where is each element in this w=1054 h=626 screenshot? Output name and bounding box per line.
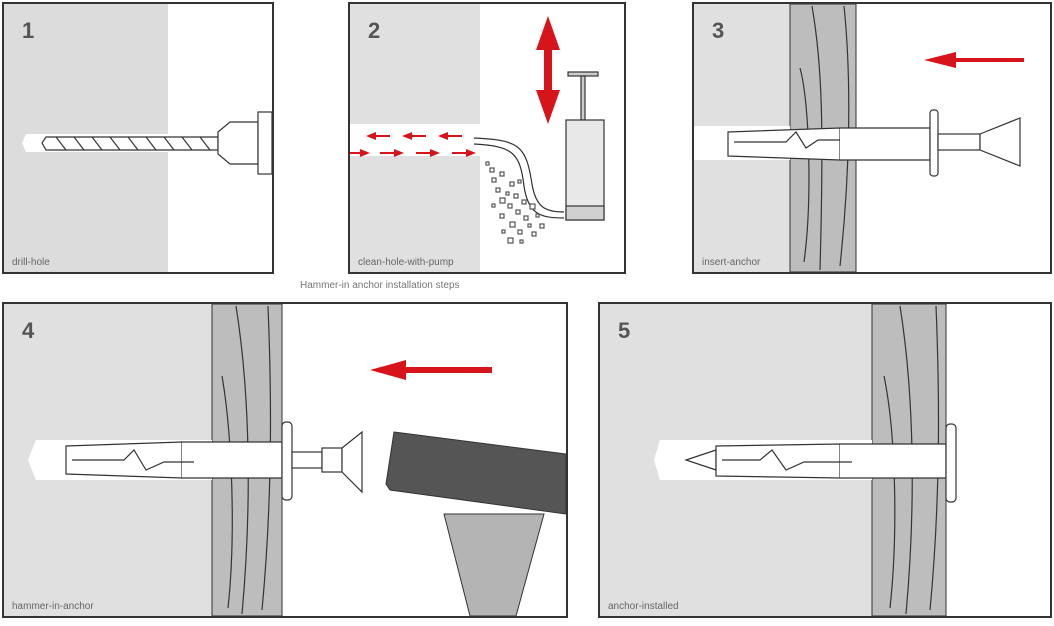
anchor-icon (727, 109, 1021, 177)
step-caption: clean-hole-with-pump (358, 257, 454, 268)
hammer-icon (385, 431, 566, 616)
step-caption: drill-hole (12, 257, 50, 268)
step-caption: insert-anchor (702, 257, 761, 268)
drill-bit-icon (41, 111, 272, 175)
step-number: 3 (712, 18, 725, 43)
up-down-arrow-icon (536, 16, 560, 124)
step-2-panel: 2 clean-hole-with-pump (348, 2, 626, 274)
anchor-icon (684, 423, 957, 503)
pump-illustration (350, 4, 605, 272)
step-4-panel: 4 hammer-in-anchor (2, 302, 568, 618)
page-title: Hammer-in anchor installation steps (300, 280, 460, 291)
wall-upper (350, 4, 480, 124)
step-5-panel: 5 anchor-installed (598, 302, 1052, 618)
step-3-panel: 3 insert-anchor (692, 2, 1052, 274)
drill-illustration (4, 4, 272, 272)
air-flow-arrows (350, 132, 476, 157)
anchor-icon (65, 421, 363, 501)
step-caption: anchor-installed (608, 601, 679, 612)
step-number: 1 (22, 18, 35, 43)
wall-lower (350, 156, 480, 272)
insert-anchor-illustration (694, 4, 1024, 272)
step-number: 4 (22, 318, 35, 343)
step-caption: hammer-in-anchor (12, 601, 94, 612)
step-number: 5 (618, 318, 631, 343)
hand-pump-icon (473, 71, 605, 221)
left-arrow-icon (924, 52, 1024, 68)
hammer-anchor-illustration (4, 304, 566, 616)
left-arrow-icon (370, 360, 492, 380)
installed-anchor-illustration (600, 304, 957, 616)
dust-particles (485, 161, 545, 244)
step-1-panel: 1 drill-hole (2, 2, 274, 274)
step-number: 2 (368, 18, 381, 43)
